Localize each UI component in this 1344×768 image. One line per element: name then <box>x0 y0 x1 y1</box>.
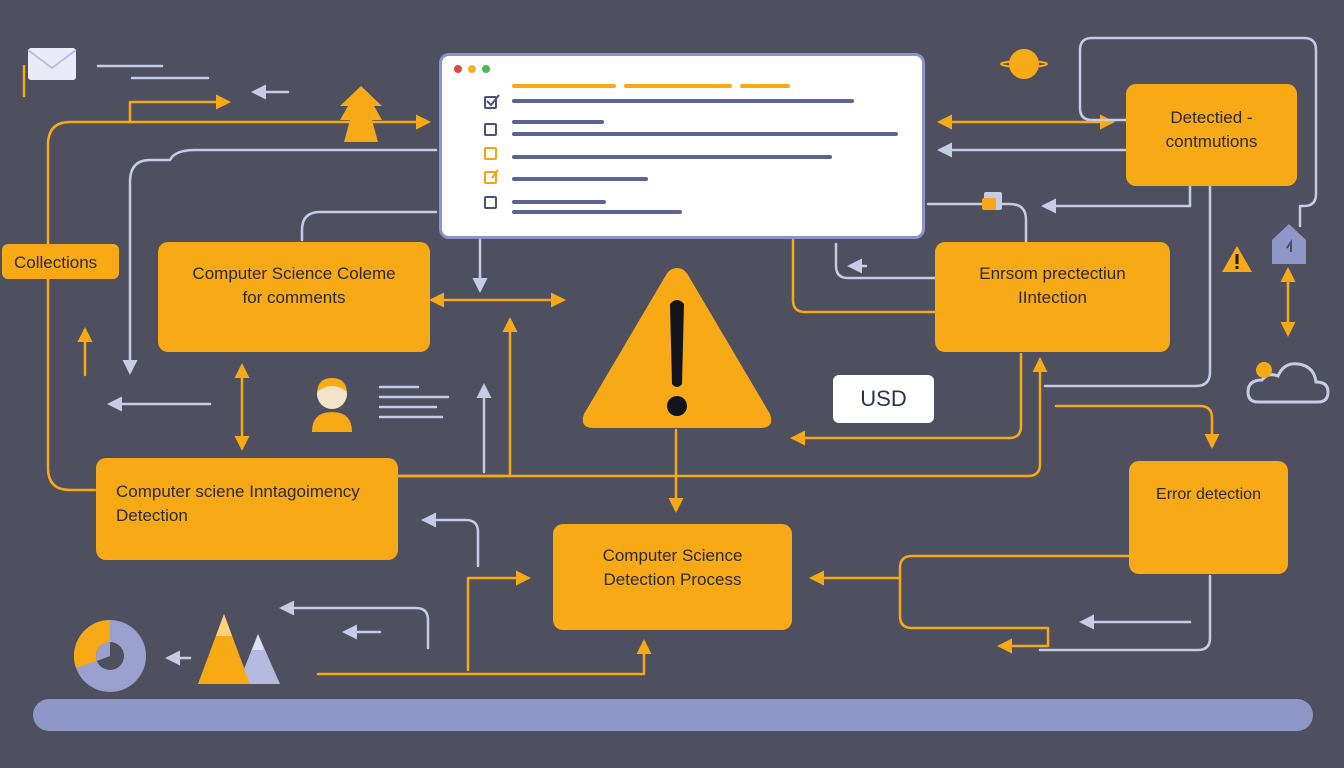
list-line <box>512 132 898 136</box>
window-dot-green <box>482 65 490 73</box>
node-label-line: Detection <box>116 506 188 525</box>
node-label-line: Computer Science <box>602 546 743 565</box>
node-label-line: for comments <box>242 288 346 307</box>
browser-window <box>439 53 925 239</box>
node-label-line: Detectied - <box>1170 108 1253 127</box>
list-line <box>512 120 604 124</box>
list-line <box>512 99 854 103</box>
enrsom-node[interactable]: Enrsom prectectiun IIntection <box>935 242 1170 352</box>
cone-icon <box>198 614 280 684</box>
node-label-line: Computer sciene Inntagoimency <box>116 482 360 501</box>
checkbox-icon[interactable] <box>484 169 499 184</box>
checkbox-icon[interactable] <box>484 196 497 209</box>
error-detection-node[interactable]: Error detection <box>1129 461 1288 574</box>
header-line <box>512 84 616 88</box>
pie-chart-icon <box>73 619 146 692</box>
header-line <box>624 84 732 88</box>
cs-comments-node[interactable]: Computer Science Coleme for comments <box>158 242 430 352</box>
node-label: Collections <box>14 253 98 272</box>
text-lines-icon <box>378 385 450 419</box>
planet-icon <box>1000 49 1048 79</box>
node-label-line: IIntection <box>1018 288 1087 307</box>
node-label-line: Computer Science Coleme <box>192 264 396 283</box>
tile-icon <box>982 192 1002 210</box>
list-line <box>512 155 832 159</box>
node-label: Error detection <box>1156 486 1261 503</box>
checkbox-icon[interactable] <box>484 147 497 160</box>
warning-icon <box>1222 246 1252 272</box>
checkbox-icon[interactable] <box>484 123 497 136</box>
person-icon <box>312 378 352 432</box>
warning-icon <box>582 268 772 428</box>
bottom-scrollbar[interactable] <box>33 699 1313 731</box>
list-line <box>512 200 606 204</box>
collections-node[interactable]: Collections <box>2 244 119 279</box>
node-label-line: Enrsom prectectiun <box>979 264 1126 283</box>
cloud-icon <box>1246 362 1330 404</box>
list-line <box>512 177 648 181</box>
window-dot-yellow <box>468 65 476 73</box>
list-line <box>512 210 682 214</box>
cs-process-node[interactable]: Computer Science Detection Process <box>553 524 792 630</box>
detected-continuations-node[interactable]: Detectied - contmutions <box>1126 84 1297 186</box>
house-icon <box>1272 224 1306 264</box>
envelope-icon <box>27 48 77 80</box>
cs-intan-node[interactable]: Computer sciene Inntagoimency Detection <box>96 458 398 560</box>
node-label-line: contmutions <box>1165 132 1258 151</box>
checkbox-icon[interactable] <box>484 94 500 109</box>
node-label-line: Detection Process <box>603 570 742 589</box>
header-line <box>740 84 790 88</box>
house-icon <box>340 86 382 142</box>
window-dot-red <box>454 65 462 73</box>
currency-badge: USD <box>833 375 934 423</box>
